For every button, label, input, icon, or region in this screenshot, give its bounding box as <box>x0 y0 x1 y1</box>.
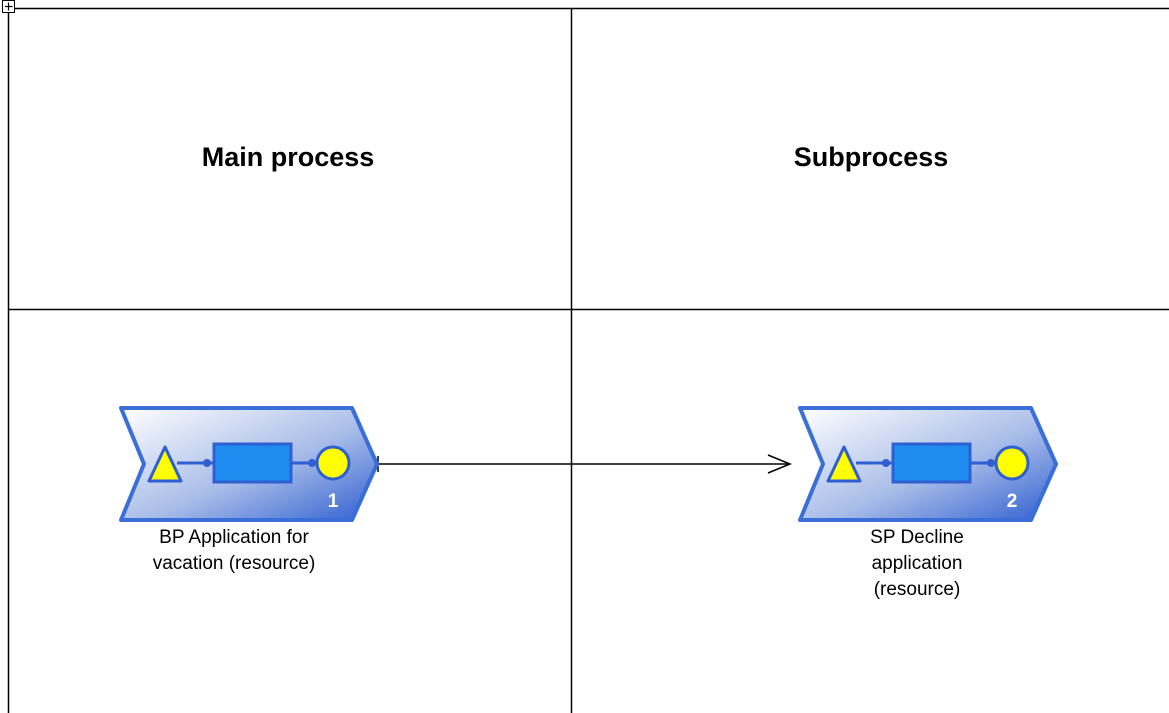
lane-title-subprocess: Subprocess <box>793 142 949 172</box>
circle-icon <box>994 445 1030 481</box>
process-label-2: SP Decline application (resource) <box>787 525 1047 603</box>
arrowhead-icon <box>767 454 792 474</box>
circle-icon <box>315 445 351 481</box>
label-line: vacation (resource) <box>152 553 316 574</box>
triangle-icon <box>147 445 183 483</box>
rectangle-icon <box>891 442 972 484</box>
process-number: 2 <box>1007 491 1018 512</box>
label-line: BP Application for <box>159 527 309 548</box>
process-label-1: BP Application for vacation (resource) <box>104 525 364 577</box>
label-line: (resource) <box>873 579 961 600</box>
process-connector[interactable] <box>377 454 792 474</box>
plus-box-icon[interactable] <box>2 0 15 13</box>
rectangle-icon <box>212 442 293 484</box>
triangle-icon <box>826 445 862 483</box>
label-line: SP Decline <box>870 527 964 548</box>
label-line: application <box>871 553 963 574</box>
process-number: 1 <box>328 491 339 512</box>
lane-title-main-process: Main process <box>201 142 375 172</box>
process-node-1[interactable]: 1 <box>119 406 379 522</box>
process-node-2[interactable]: 2 <box>798 406 1058 522</box>
